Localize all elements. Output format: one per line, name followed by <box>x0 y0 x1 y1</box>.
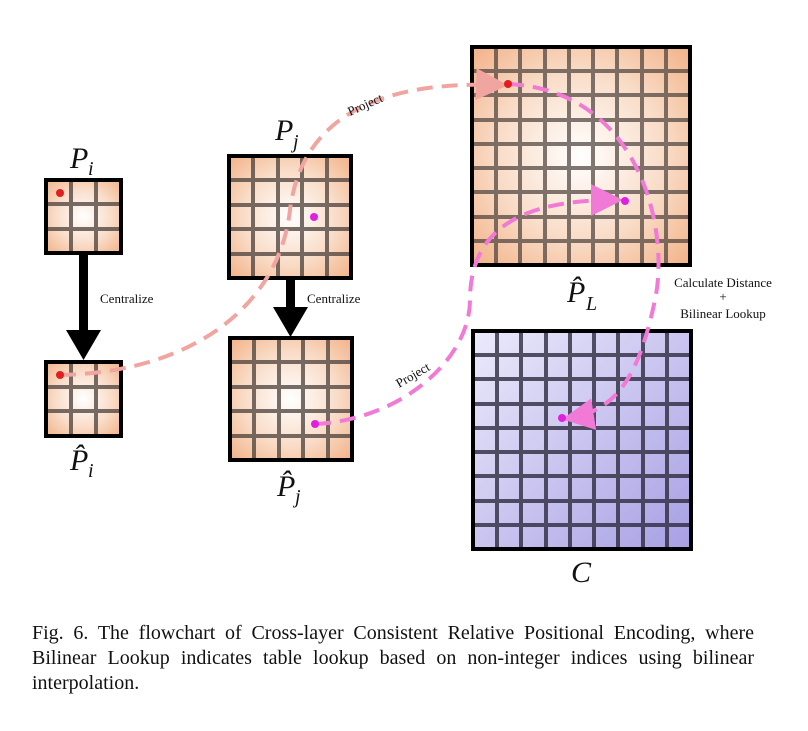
svg-text:i: i <box>88 158 94 180</box>
label-calc-distance: Calculate Distance <box>674 275 772 290</box>
dot-p-i <box>56 189 64 197</box>
grid-c <box>471 329 693 551</box>
label-centralize-left: Centralize <box>100 291 154 306</box>
svg-text:P̂: P̂ <box>566 276 585 309</box>
label-centralize-mid: Centralize <box>307 291 361 306</box>
svg-text:L: L <box>585 293 597 315</box>
label-c: C <box>571 556 592 589</box>
grid-p-i <box>44 178 123 255</box>
svg-text:C: C <box>571 556 592 589</box>
label-p-i-hat: P̂ i <box>69 444 94 482</box>
svg-text:i: i <box>88 460 94 482</box>
dot-p-j <box>310 213 318 221</box>
centralize-arrow-mid <box>273 280 308 337</box>
project-arrow-pink <box>59 68 508 377</box>
dot-p-j-hat <box>311 420 319 428</box>
label-project-bottom: Project <box>393 359 433 391</box>
project-arrow-magenta <box>314 184 623 426</box>
svg-text:j: j <box>290 131 299 153</box>
label-p-i: P i <box>69 142 94 180</box>
flowchart-diagram: Centralize Centralize Project Project Ca… <box>44 45 772 589</box>
dot-c <box>558 414 566 422</box>
svg-text:P: P <box>69 142 88 175</box>
label-project-top: Project <box>345 90 385 119</box>
figure-caption: Fig. 6. The flowchart of Cross-layer Con… <box>32 622 754 694</box>
svg-text:P̂: P̂ <box>276 470 295 503</box>
svg-text:j: j <box>292 486 301 508</box>
svg-text:P̂: P̂ <box>69 444 88 477</box>
centralize-arrow-left <box>66 255 101 360</box>
label-calc-plus: + <box>719 289 726 304</box>
svg-text:P: P <box>274 114 293 147</box>
lookup-arrow <box>507 82 661 430</box>
label-p-j: P j <box>274 114 299 153</box>
dot-p-l-magenta <box>621 197 629 205</box>
label-bilinear-lookup: Bilinear Lookup <box>680 306 766 321</box>
dot-p-i-hat <box>56 371 64 379</box>
dot-p-l-red <box>504 80 512 88</box>
grid-p-j-hat <box>228 336 354 462</box>
label-p-l-hat: P̂ L <box>566 276 597 315</box>
label-p-j-hat: P̂ j <box>276 470 301 508</box>
